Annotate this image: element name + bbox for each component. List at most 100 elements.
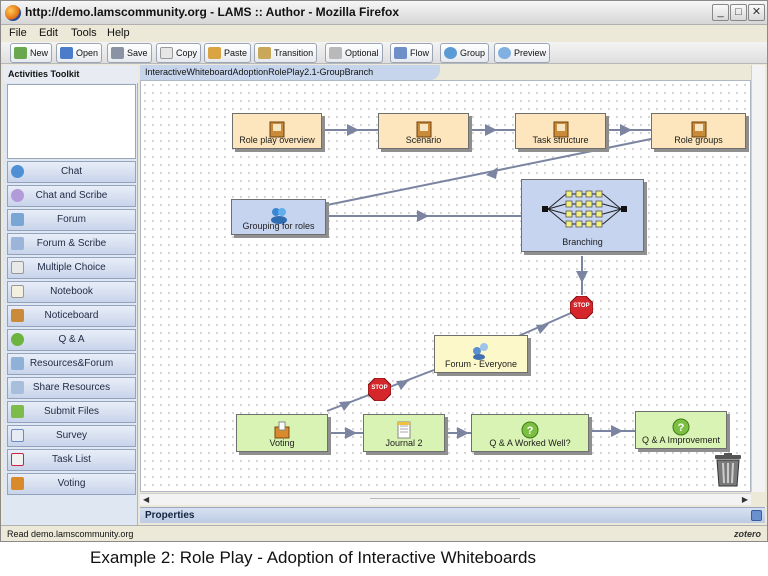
toolkit-item-noticeboard[interactable]: Noticeboard (7, 305, 136, 327)
toolkit-item-multiple-choice[interactable]: Multiple Choice (7, 257, 136, 279)
toolkit-item-resources-forum[interactable]: Resources&Forum (7, 353, 136, 375)
transition-arrowhead (339, 401, 352, 411)
transition-arrowhead (457, 427, 469, 439)
group-button[interactable]: Group (440, 43, 490, 63)
toolkit-item-label: Forum (57, 214, 86, 225)
qa-icon (11, 333, 24, 346)
menu-file[interactable]: File (9, 27, 27, 39)
optional-button[interactable]: Optional (325, 43, 383, 63)
toolkit-item-label: Task List (52, 454, 91, 465)
activity-qa-improvement[interactable]: ? Q & A Improvement (635, 411, 727, 449)
zotero-addon-icon[interactable]: zotero (734, 529, 761, 539)
chat-scribe-icon (11, 189, 24, 202)
trash-bin-icon[interactable] (713, 453, 743, 487)
new-icon (14, 47, 27, 59)
scroll-left-icon[interactable]: ◀ (143, 495, 150, 504)
toolkit-item-qa[interactable]: Q & A (7, 329, 136, 351)
toolkit-item-forum-scribe[interactable]: Forum & Scribe (7, 233, 136, 255)
stop-label: STOP (573, 303, 590, 309)
preview-label: Preview (514, 48, 547, 58)
activity-label: Task structure (532, 135, 589, 145)
toolkit-item-label: Share Resources (32, 382, 111, 393)
stop-label: STOP (371, 385, 388, 391)
menu-tools[interactable]: Tools (71, 27, 97, 39)
share-resources-icon (11, 381, 24, 394)
flow-button[interactable]: Flow (390, 43, 434, 63)
save-button[interactable]: Save (107, 43, 152, 63)
expand-properties-icon[interactable] (751, 510, 762, 521)
stop-gate[interactable]: STOP (367, 377, 392, 402)
minimize-button[interactable]: _ (712, 4, 729, 21)
toolkit-item-notebook[interactable]: Notebook (7, 281, 136, 303)
design-tab[interactable]: InteractiveWhiteboardAdoptionRolePlay2.1… (140, 65, 440, 80)
toolkit-item-chat[interactable]: Chat (7, 161, 136, 183)
activity-label: Voting (269, 438, 295, 448)
design-canvas[interactable]: Role play overview Scenario Task structu… (140, 80, 751, 492)
toolkit-item-share-resources[interactable]: Share Resources (7, 377, 136, 399)
open-folder-icon (60, 47, 73, 59)
activity-branching[interactable]: Branching (521, 179, 644, 252)
transition-label: Transition (274, 48, 314, 58)
close-button[interactable]: ✕ (748, 4, 765, 21)
activity-voting[interactable]: Voting (236, 414, 328, 452)
activities-toolkit-title: Activities Toolkit (3, 65, 138, 83)
toolkit-item-submit-files[interactable]: Submit Files (7, 401, 136, 423)
activity-role-play-overview[interactable]: Role play overview (232, 113, 322, 149)
activity-label: Journal 2 (385, 438, 423, 448)
activity-label: Q & A Improvement (641, 435, 721, 445)
copy-button[interactable]: Copy (156, 43, 202, 63)
voting-icon (274, 421, 290, 439)
new-button[interactable]: New (10, 43, 53, 63)
menu-edit[interactable]: Edit (39, 27, 58, 39)
activity-preview-area (7, 84, 136, 159)
paste-label: Paste (224, 48, 248, 58)
flow-label: Flow (410, 48, 430, 58)
transition-arrowhead (486, 167, 498, 179)
preview-button[interactable]: Preview (494, 43, 551, 63)
toolkit-item-forum[interactable]: Forum (7, 209, 136, 231)
paste-button[interactable]: Paste (204, 43, 252, 63)
toolkit-item-label: Submit Files (43, 406, 99, 417)
activity-label: Role play overview (239, 135, 315, 145)
properties-panel-header[interactable]: Properties (140, 507, 765, 523)
svg-text:?: ? (678, 422, 685, 434)
transition-rolegroups-grouping (326, 138, 652, 206)
activity-scenario[interactable]: Scenario (378, 113, 469, 149)
task-list-icon (11, 453, 24, 466)
activity-label: Role groups (674, 135, 723, 145)
activity-task-structure[interactable]: Task structure (515, 113, 606, 149)
toolkit-item-label: Voting (57, 478, 86, 489)
transition-button[interactable]: Transition (254, 43, 318, 63)
toolkit-item-label: Chat (60, 166, 83, 177)
activity-journal-2[interactable]: Journal 2 (363, 414, 445, 452)
scroll-right-icon[interactable]: ▶ (741, 495, 748, 504)
activity-forum-everyone[interactable]: Forum - Everyone (434, 335, 528, 373)
open-button[interactable]: Open (56, 43, 103, 63)
transition-arrowhead (485, 124, 497, 136)
activity-grouping-for-roles[interactable]: Grouping for roles (231, 199, 326, 235)
noticeboard-icon (691, 121, 706, 138)
open-label: Open (76, 48, 99, 58)
transition-arrowhead (417, 210, 429, 222)
toolkit-item-chat-and-scribe[interactable]: Chat and Scribe (7, 185, 136, 207)
properties-label: Properties (145, 510, 195, 521)
transition-pencil-icon (258, 47, 271, 59)
stop-gate[interactable]: STOP (569, 295, 594, 320)
save-label: Save (127, 48, 148, 58)
toolkit-item-task-list[interactable]: Task List (7, 449, 136, 471)
activity-role-groups[interactable]: Role groups (651, 113, 746, 149)
toolkit-item-survey[interactable]: Survey (7, 425, 136, 447)
svg-text:?: ? (527, 425, 534, 437)
toolkit-item-label: Chat and Scribe (35, 190, 108, 201)
title-bar: http://demo.lamscommunity.org - LAMS :: … (1, 1, 767, 25)
toolkit-item-voting[interactable]: Voting (7, 473, 136, 495)
scroll-thumb[interactable] (370, 498, 520, 501)
noticeboard-icon (553, 121, 568, 138)
horizontal-scrollbar[interactable]: ◀ ▶ (140, 493, 751, 505)
forum-icon (473, 343, 488, 360)
maximize-button[interactable]: □ (730, 4, 747, 21)
activity-qa-worked-well[interactable]: ? Q & A Worked Well? (471, 414, 589, 452)
transition-arrowhead (611, 425, 623, 437)
vertical-scrollbar[interactable] (751, 65, 765, 492)
menu-help[interactable]: Help (107, 27, 130, 39)
